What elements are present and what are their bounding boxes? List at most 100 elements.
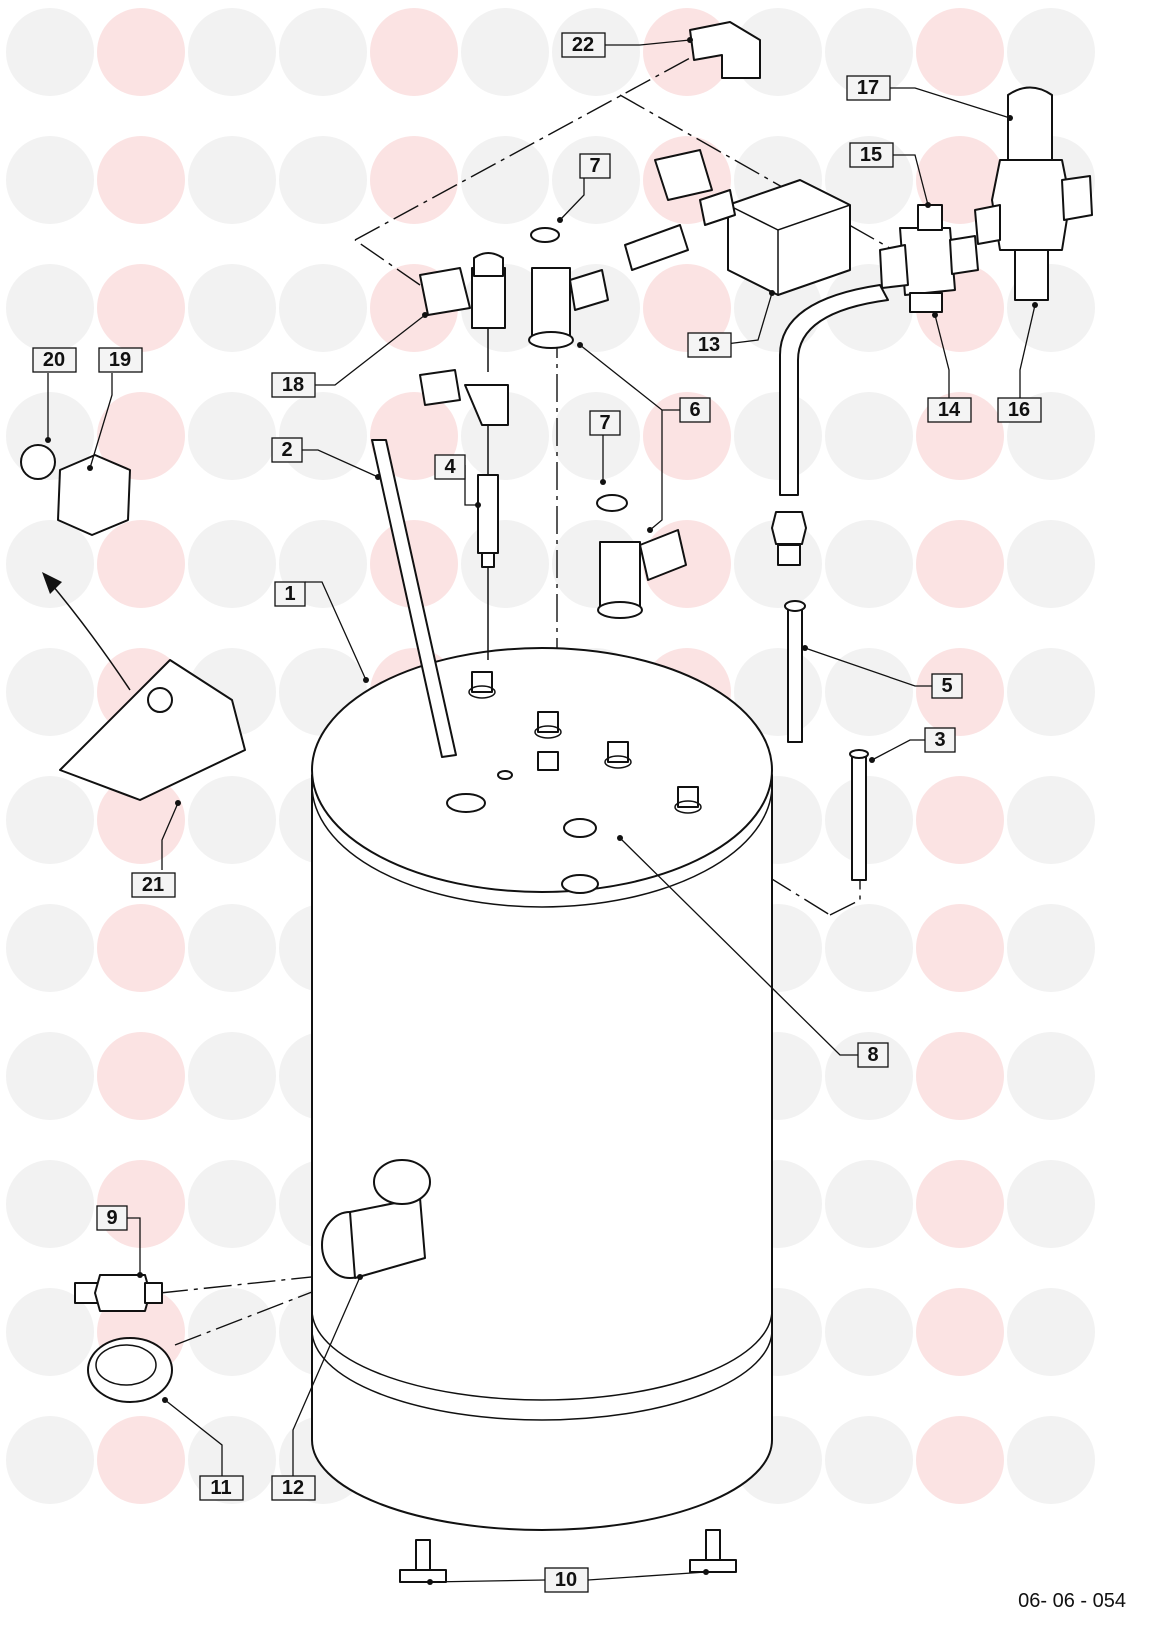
watermark-circle	[916, 776, 1004, 864]
watermark-circle	[97, 904, 185, 992]
watermark-circle	[6, 520, 94, 608]
callout-5: 5	[931, 673, 963, 699]
svg-text:19: 19	[109, 349, 131, 371]
watermark-circle	[97, 1032, 185, 1120]
watermark-circle	[188, 904, 276, 992]
watermark-circle	[6, 1416, 94, 1504]
elbow-fitting	[689, 21, 761, 79]
callout-9: 9	[96, 1205, 128, 1231]
watermark-circle	[188, 8, 276, 96]
watermark-circle	[1007, 520, 1095, 608]
svg-text:16: 16	[1008, 399, 1030, 421]
callout-22: 22	[561, 32, 606, 58]
temperature-probe	[419, 369, 509, 660]
watermark-circle	[825, 776, 913, 864]
watermark-circle	[825, 520, 913, 608]
watermark-circle	[97, 264, 185, 352]
callout-15: 15	[849, 142, 894, 168]
watermark-circle	[461, 520, 549, 608]
callout-13: 13	[687, 332, 732, 358]
callout-11: 11	[199, 1475, 244, 1501]
watermark-circle	[461, 136, 549, 224]
watermark-circle	[825, 1416, 913, 1504]
watermark-circle	[916, 904, 1004, 992]
watermark-circle	[188, 776, 276, 864]
svg-text:2: 2	[281, 439, 292, 461]
watermark-circle	[97, 136, 185, 224]
watermark-circle	[1007, 1160, 1095, 1248]
dip-tube	[371, 439, 457, 758]
svg-text:10: 10	[555, 1569, 577, 1591]
svg-text:18: 18	[282, 374, 304, 396]
watermark-circle	[1007, 904, 1095, 992]
callout-16: 16	[997, 397, 1042, 423]
watermark-circle	[6, 8, 94, 96]
watermark-circle	[552, 136, 640, 224]
callout-labels: 1 2 3 4 5 6 7 7 8 9 10 11 12 13 14 15 16…	[32, 32, 1042, 1593]
svg-text:4: 4	[444, 456, 456, 478]
watermark-circle	[6, 648, 94, 736]
watermark-circle	[825, 8, 913, 96]
callout-19: 19	[98, 347, 143, 373]
watermark-circle	[916, 1160, 1004, 1248]
svg-text:6: 6	[689, 399, 700, 421]
motorised-valve	[624, 149, 851, 296]
watermark-circle	[1007, 8, 1095, 96]
callout-17: 17	[846, 75, 891, 101]
watermark-circle	[188, 264, 276, 352]
svg-text:11: 11	[210, 1477, 231, 1499]
svg-text:13: 13	[698, 334, 720, 356]
watermark-circle	[279, 264, 367, 352]
watermark-circle	[188, 392, 276, 480]
svg-text:22: 22	[572, 34, 594, 56]
watermark-circle	[97, 1416, 185, 1504]
watermark-circle	[916, 1032, 1004, 1120]
label-leaders	[45, 37, 1038, 1585]
callout-8: 8	[857, 1042, 889, 1068]
watermark-circle	[6, 1032, 94, 1120]
svg-text:14: 14	[938, 399, 961, 421]
watermark-circle	[1007, 776, 1095, 864]
tee-fittings	[528, 227, 687, 619]
svg-text:5: 5	[941, 675, 952, 697]
inlet-tube	[787, 607, 803, 743]
callout-10: 10	[544, 1567, 589, 1593]
watermark-circle	[6, 264, 94, 352]
svg-text:17: 17	[857, 77, 879, 99]
watermark-circle	[825, 648, 913, 736]
pressure-reducing-valve	[974, 86, 1093, 301]
callout-6: 6	[679, 397, 711, 423]
callout-2: 2	[271, 437, 303, 463]
watermark-circle	[916, 1416, 1004, 1504]
watermark-circle	[188, 1160, 276, 1248]
watermark-circle	[825, 1160, 913, 1248]
watermark-circle	[188, 1032, 276, 1120]
svg-text:3: 3	[934, 729, 945, 751]
watermark-circle	[825, 1032, 913, 1120]
watermark-circle	[188, 136, 276, 224]
svg-text:7: 7	[599, 412, 610, 434]
immersion-heater-assembly	[74, 1159, 431, 1403]
watermark-circle	[279, 8, 367, 96]
svg-text:1: 1	[284, 583, 295, 605]
svg-text:8: 8	[867, 1044, 878, 1066]
svg-text:21: 21	[142, 874, 164, 896]
watermark-circle	[6, 776, 94, 864]
watermark-circle	[97, 1160, 185, 1248]
secondary-tube	[851, 754, 867, 881]
flexible-hose	[779, 284, 889, 496]
watermark-circle	[825, 392, 913, 480]
watermark-circle	[461, 8, 549, 96]
watermark-circle	[916, 520, 1004, 608]
callout-21: 21	[131, 872, 176, 898]
watermark-circle	[97, 8, 185, 96]
watermark-circle	[97, 520, 185, 608]
callout-20: 20	[32, 347, 77, 373]
callout-7a: 7	[579, 153, 611, 179]
svg-text:7: 7	[589, 155, 600, 177]
watermark-circle	[916, 1288, 1004, 1376]
watermark-circle	[6, 1160, 94, 1248]
svg-text:9: 9	[106, 1207, 117, 1229]
svg-text:15: 15	[860, 144, 882, 166]
